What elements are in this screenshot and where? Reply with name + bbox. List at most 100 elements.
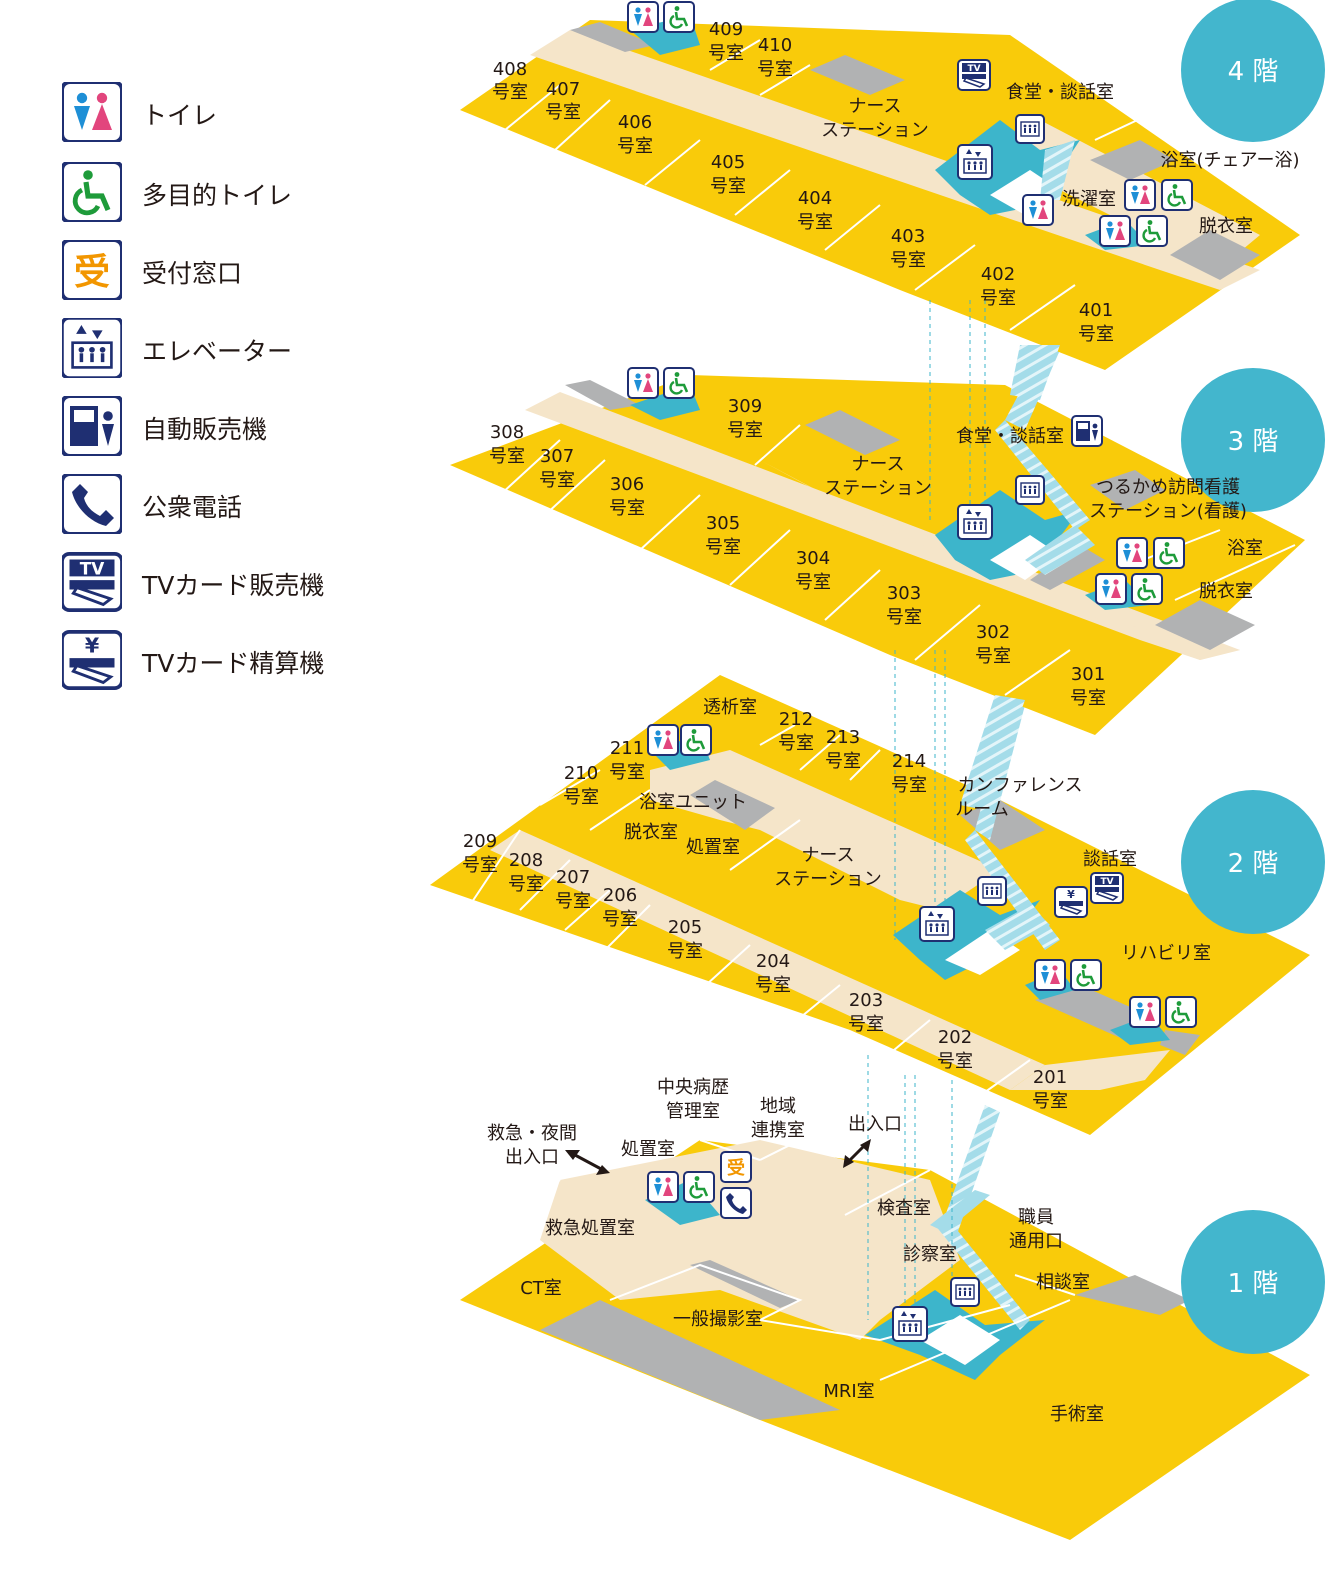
legend-toilet: トイレ xyxy=(62,82,362,142)
room-212-num: 212 xyxy=(779,709,813,730)
emergency-entrance-line1: 救急・夜間 xyxy=(487,1123,577,1144)
emergency-entrance-line2: 出入口 xyxy=(505,1147,559,1168)
room-208-unit: 号室 xyxy=(508,874,544,895)
toilet-icon xyxy=(62,82,122,142)
room-404-num: 404 xyxy=(798,188,832,209)
room-408-unit: 号室 xyxy=(492,82,528,103)
legend-label-vending: 自動販売機 xyxy=(142,415,268,444)
elevator-icon xyxy=(1015,475,1045,505)
exam-room: 検査室 xyxy=(877,1198,931,1219)
toilet-icon xyxy=(647,724,679,756)
reception-icon xyxy=(62,240,122,300)
room-401-num: 401 xyxy=(1079,300,1113,321)
room-211-num: 211 xyxy=(610,738,644,759)
room-406-num: 406 xyxy=(618,112,652,133)
elevator-icon xyxy=(892,1306,928,1342)
mri-room: MRI室 xyxy=(823,1381,874,1402)
room-210-num: 210 xyxy=(564,763,598,784)
room-410-num: 410 xyxy=(758,35,792,56)
accessible-toilet-icon xyxy=(1130,572,1164,606)
room-301-unit: 号室 xyxy=(1070,688,1106,709)
room-407-num: 407 xyxy=(546,79,580,100)
nurse-station-4-line2: ステーション xyxy=(821,120,929,141)
room-305-unit: 号室 xyxy=(705,537,741,558)
legend-label-tv-card-vending: TVカード販売機 xyxy=(142,571,325,600)
dialysis-room: 透析室 xyxy=(703,697,757,718)
staff-entrance-line1: 職員 xyxy=(1018,1207,1054,1228)
surgery-room: 手術室 xyxy=(1050,1404,1104,1425)
room-303-num: 303 xyxy=(887,583,921,604)
toilet-icon xyxy=(647,1171,679,1203)
xray-room: 一般撮影室 xyxy=(673,1309,763,1330)
floor-badges: 4 階 3 階 2 階 1 階 xyxy=(1181,0,1325,1354)
legend-accessible-toilet: 多目的トイレ xyxy=(62,162,362,222)
room-207-unit: 号室 xyxy=(555,891,591,912)
vending-machine-icon xyxy=(62,396,122,456)
visiting-nurse-line2: ステーション(看護) xyxy=(1089,501,1247,522)
shaft-lines xyxy=(867,300,986,1320)
legend-label-phone: 公衆電話 xyxy=(142,493,243,522)
conference-line1: カンファレンス xyxy=(957,775,1082,796)
tv-card-vending-icon xyxy=(62,552,122,612)
room-408-num: 408 xyxy=(493,59,527,80)
dining-4: 食堂・談話室 xyxy=(1006,82,1114,103)
toilet-icon xyxy=(1034,959,1066,991)
floor-badge-label-2: 2 階 xyxy=(1228,849,1279,879)
reception-icon xyxy=(720,1151,752,1183)
room-409-num: 409 xyxy=(709,19,743,40)
legend-label-reception: 受付窓口 xyxy=(142,259,243,288)
room-202-unit: 号室 xyxy=(937,1051,973,1072)
room-214-unit: 号室 xyxy=(891,775,927,796)
room-403-unit: 号室 xyxy=(890,250,926,271)
bath-unit: 浴室ユニット xyxy=(639,792,747,813)
floor-3-labels: 308 号室 307 号室 306 号室 305 号室 304 号室 303 号… xyxy=(489,396,1263,709)
toilet-icon xyxy=(1022,194,1054,226)
toilet-icon xyxy=(627,367,659,399)
room-405-unit: 号室 xyxy=(710,176,746,197)
room-203-unit: 号室 xyxy=(848,1014,884,1035)
dressing-4: 脱衣室 xyxy=(1199,216,1253,237)
room-211-unit: 号室 xyxy=(609,762,645,783)
treatment-1: 処置室 xyxy=(621,1139,675,1160)
tv-card-vending-icon xyxy=(1090,872,1124,904)
accessible-toilet-icon xyxy=(662,366,696,400)
accessible-toilet-icon xyxy=(662,0,696,34)
elevator-icon xyxy=(62,318,122,378)
floor-1 xyxy=(460,1105,1310,1540)
floor-4-labels: 408 号室 407 号室 406 号室 405 号室 404 号室 403 号… xyxy=(492,19,1299,345)
floor-badge-label-4: 4 階 xyxy=(1228,57,1279,87)
toilet-icon xyxy=(1099,215,1131,247)
room-205-num: 205 xyxy=(668,917,702,938)
room-304-num: 304 xyxy=(796,548,830,569)
elevator-icon xyxy=(950,1277,980,1307)
staff-entrance-line2: 通用口 xyxy=(1009,1231,1063,1252)
legend-elevator: エレベーター xyxy=(62,318,362,378)
room-204-unit: 号室 xyxy=(755,975,791,996)
regional-line1: 地域 xyxy=(760,1096,796,1117)
entrance: 出入口 xyxy=(848,1114,902,1135)
floor-badge-3 xyxy=(1181,368,1325,512)
room-212-unit: 号室 xyxy=(778,733,814,754)
nurse-station-4-line1: ナース xyxy=(848,96,901,117)
room-308-num: 308 xyxy=(490,422,524,443)
room-303-unit: 号室 xyxy=(886,607,922,628)
nurse-station-3-line2: ステーション xyxy=(824,478,932,499)
toilet-icon xyxy=(627,1,659,33)
toilet-icon xyxy=(1124,179,1156,211)
legend-phone: 公衆電話 xyxy=(62,474,362,534)
room-307-num: 307 xyxy=(540,446,574,467)
room-404-unit: 号室 xyxy=(797,212,833,233)
dining-3: 食堂・談話室 xyxy=(956,426,1064,447)
vending-machine-icon xyxy=(1071,415,1103,447)
room-306-unit: 号室 xyxy=(609,498,645,519)
room-402-num: 402 xyxy=(981,264,1015,285)
room-302-unit: 号室 xyxy=(975,646,1011,667)
room-207-num: 207 xyxy=(556,867,590,888)
elevator-icon xyxy=(957,144,993,180)
room-409-unit: 号室 xyxy=(708,43,744,64)
tv-card-settlement-icon xyxy=(1054,886,1088,918)
bath-4: 浴室(チェアー浴) xyxy=(1161,150,1300,171)
legend-vending: 自動販売機 xyxy=(62,396,362,456)
toilet-icon xyxy=(1095,573,1127,605)
floor-badge-2 xyxy=(1181,790,1325,934)
